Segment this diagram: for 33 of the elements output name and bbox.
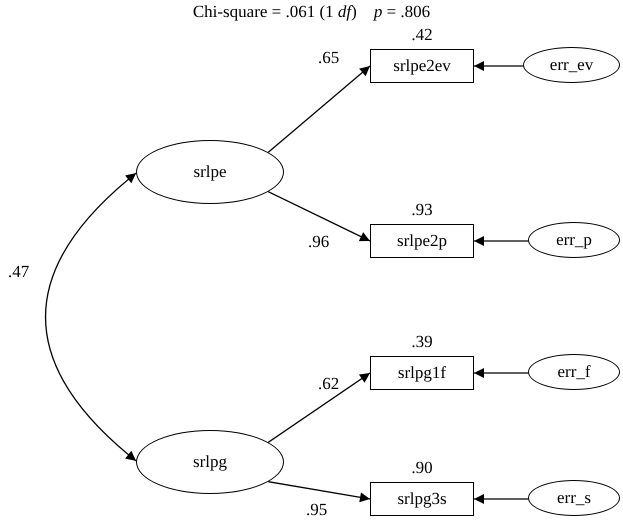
observed-variable-box [370, 482, 474, 516]
edge-label: .96 [308, 232, 330, 252]
path-arrow [268, 372, 370, 443]
variable-name: srlpg3s [397, 489, 447, 509]
variable-name: srlpe2ev [393, 56, 451, 76]
path-arrow [474, 61, 523, 71]
path-arrow [268, 481, 370, 502]
variable-name: srlpe2p [396, 231, 448, 251]
path-arrow [474, 236, 528, 246]
edge-label: .95 [306, 500, 328, 520]
path-arrow [474, 368, 528, 378]
variable-name: err_s [557, 488, 591, 508]
variable-name: srlpe [193, 162, 227, 182]
variable-name: srlpg [193, 452, 227, 472]
r-squared-value: .93 [410, 200, 434, 220]
path-arrow [474, 494, 528, 504]
r-squared-value: .39 [410, 332, 434, 352]
variable-name: err_f [557, 362, 591, 382]
variable-name: srlpg1f [398, 363, 446, 383]
variable-name: err_p [556, 230, 592, 250]
path-arrow [268, 191, 370, 242]
r-squared-value: .90 [410, 458, 434, 478]
edge-label: .65 [318, 48, 340, 68]
variable-name: err_ev [550, 55, 594, 75]
observed-variable-box [370, 49, 474, 83]
edge-label: .62 [318, 374, 340, 394]
correlation-arrow [45, 172, 136, 462]
observed-variable-box [370, 224, 474, 258]
path-arrow [268, 66, 370, 153]
r-squared-value: .42 [410, 25, 434, 45]
observed-variable-box [370, 356, 474, 390]
edge-label: .47 [8, 262, 30, 282]
fit-statistics-title: Chi-square = .061 (1 df) p = .806 [192, 2, 432, 22]
